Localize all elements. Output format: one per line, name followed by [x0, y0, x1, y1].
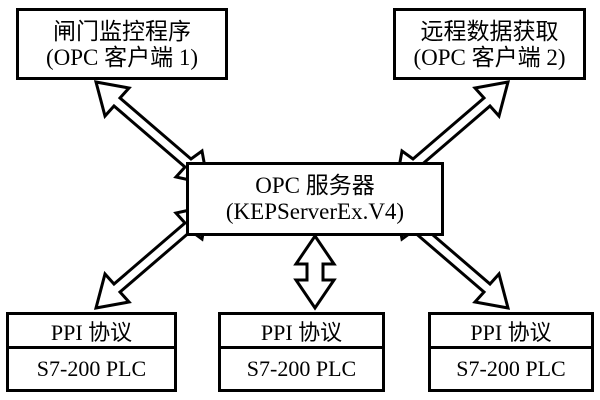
node-client1[interactable]: 闸门监控程序 (OPC 客户端 1)	[16, 8, 228, 80]
server-line-1: OPC 服务器	[255, 173, 375, 199]
client1-line-2: (OPC 客户端 1)	[45, 44, 199, 70]
node-plc2[interactable]: PPI 协议 S7-200 PLC	[218, 312, 385, 392]
node-opc-server[interactable]: OPC 服务器 (KEPServerEx.V4)	[186, 162, 444, 236]
node-plc3[interactable]: PPI 协议 S7-200 PLC	[428, 312, 594, 392]
arrow-server-to-plc2	[293, 233, 337, 311]
plc3-protocol: PPI 协议	[431, 315, 591, 349]
plc1-protocol: PPI 协议	[9, 315, 174, 349]
plc2-protocol: PPI 协议	[221, 315, 382, 349]
node-client2[interactable]: 远程数据获取 (OPC 客户端 2)	[393, 8, 586, 80]
client1-line-1: 闸门监控程序	[53, 18, 191, 44]
server-line-2: (KEPServerEx.V4)	[225, 199, 405, 224]
plc2-device: S7-200 PLC	[246, 356, 357, 381]
plc1-device: S7-200 PLC	[36, 356, 147, 381]
plc3-device: S7-200 PLC	[456, 356, 566, 381]
client2-line-1: 远程数据获取	[420, 18, 559, 44]
client2-line-2: (OPC 客户端 2)	[413, 44, 566, 70]
node-plc1[interactable]: PPI 协议 S7-200 PLC	[6, 312, 177, 392]
